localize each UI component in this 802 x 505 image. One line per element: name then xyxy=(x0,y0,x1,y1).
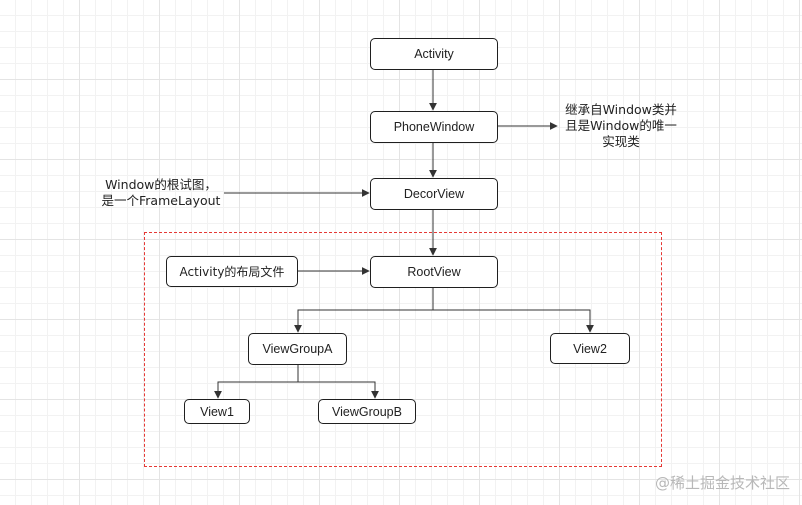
edge-viewgroupa-viewgroupb xyxy=(298,381,379,399)
node-activity-layout: Activity的布局文件 xyxy=(166,256,298,287)
node-phone-window: PhoneWindow xyxy=(370,111,498,143)
decor-view-note-line-1: Window的根试图， xyxy=(105,177,217,192)
node-view-group-a: ViewGroupA xyxy=(248,333,347,365)
phone-window-note-line-1: 继承自Window类并 xyxy=(565,102,677,117)
decor-view-note-line-2: 是一个FrameLayout xyxy=(101,193,221,208)
decor-view-note: Window的根试图， 是一个FrameLayout xyxy=(92,177,230,209)
node-activity: Activity xyxy=(370,38,498,70)
node-view-group-b: ViewGroupB xyxy=(318,399,416,424)
phone-window-note-line-3: 实现类 xyxy=(602,134,640,149)
node-view1: View1 xyxy=(184,399,250,424)
edge-viewgroupa-view1 xyxy=(214,365,299,399)
node-view2: View2 xyxy=(550,333,630,364)
node-root-view: RootView xyxy=(370,256,498,288)
node-decor-view: DecorView xyxy=(370,178,498,210)
activity-layout-group-frame xyxy=(144,232,662,467)
watermark: @稀土掘金技术社区 xyxy=(654,474,790,492)
edge-rootview-view2 xyxy=(433,309,594,333)
phone-window-note-line-2: 且是Window的唯一 xyxy=(565,118,677,133)
phone-window-note: 继承自Window类并 且是Window的唯一 实现类 xyxy=(558,102,684,150)
edge-rootview-viewgroupa xyxy=(294,288,434,333)
